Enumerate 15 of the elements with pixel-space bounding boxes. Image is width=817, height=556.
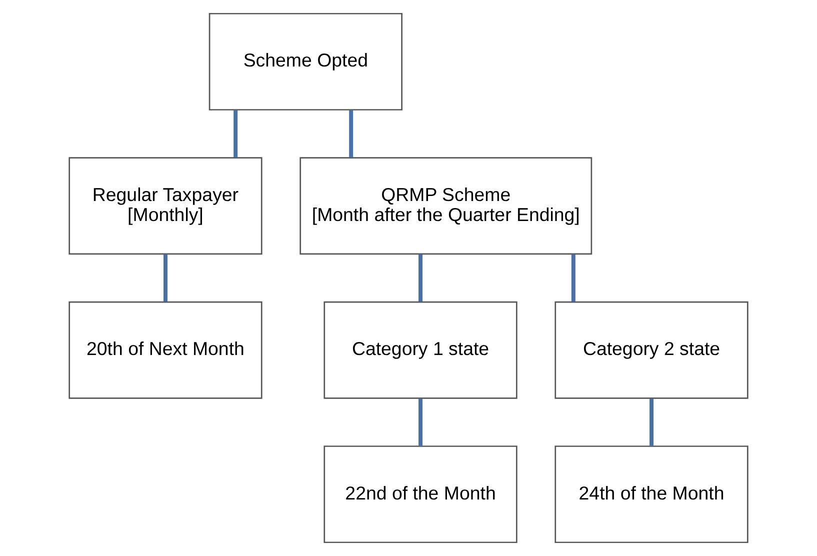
connector	[418, 398, 423, 446]
connector	[349, 110, 354, 158]
connector	[650, 398, 654, 446]
node-box: Category 2 state	[554, 301, 748, 399]
connector	[234, 110, 238, 158]
connector	[163, 254, 168, 302]
node-box: 22nd of the Month	[324, 446, 518, 544]
node-box: 24th of the Month	[554, 446, 748, 544]
connector	[571, 254, 576, 302]
node-box: Category 1 state	[324, 301, 518, 399]
connector	[418, 254, 423, 302]
node-box: Scheme Opted	[208, 12, 402, 110]
node-box: QRMP Scheme [Month after the Quarter Ending]	[300, 157, 592, 255]
node-box: Regular Taxpayer [Monthly]	[68, 157, 262, 255]
node-box: 20th of Next Month	[68, 301, 262, 399]
